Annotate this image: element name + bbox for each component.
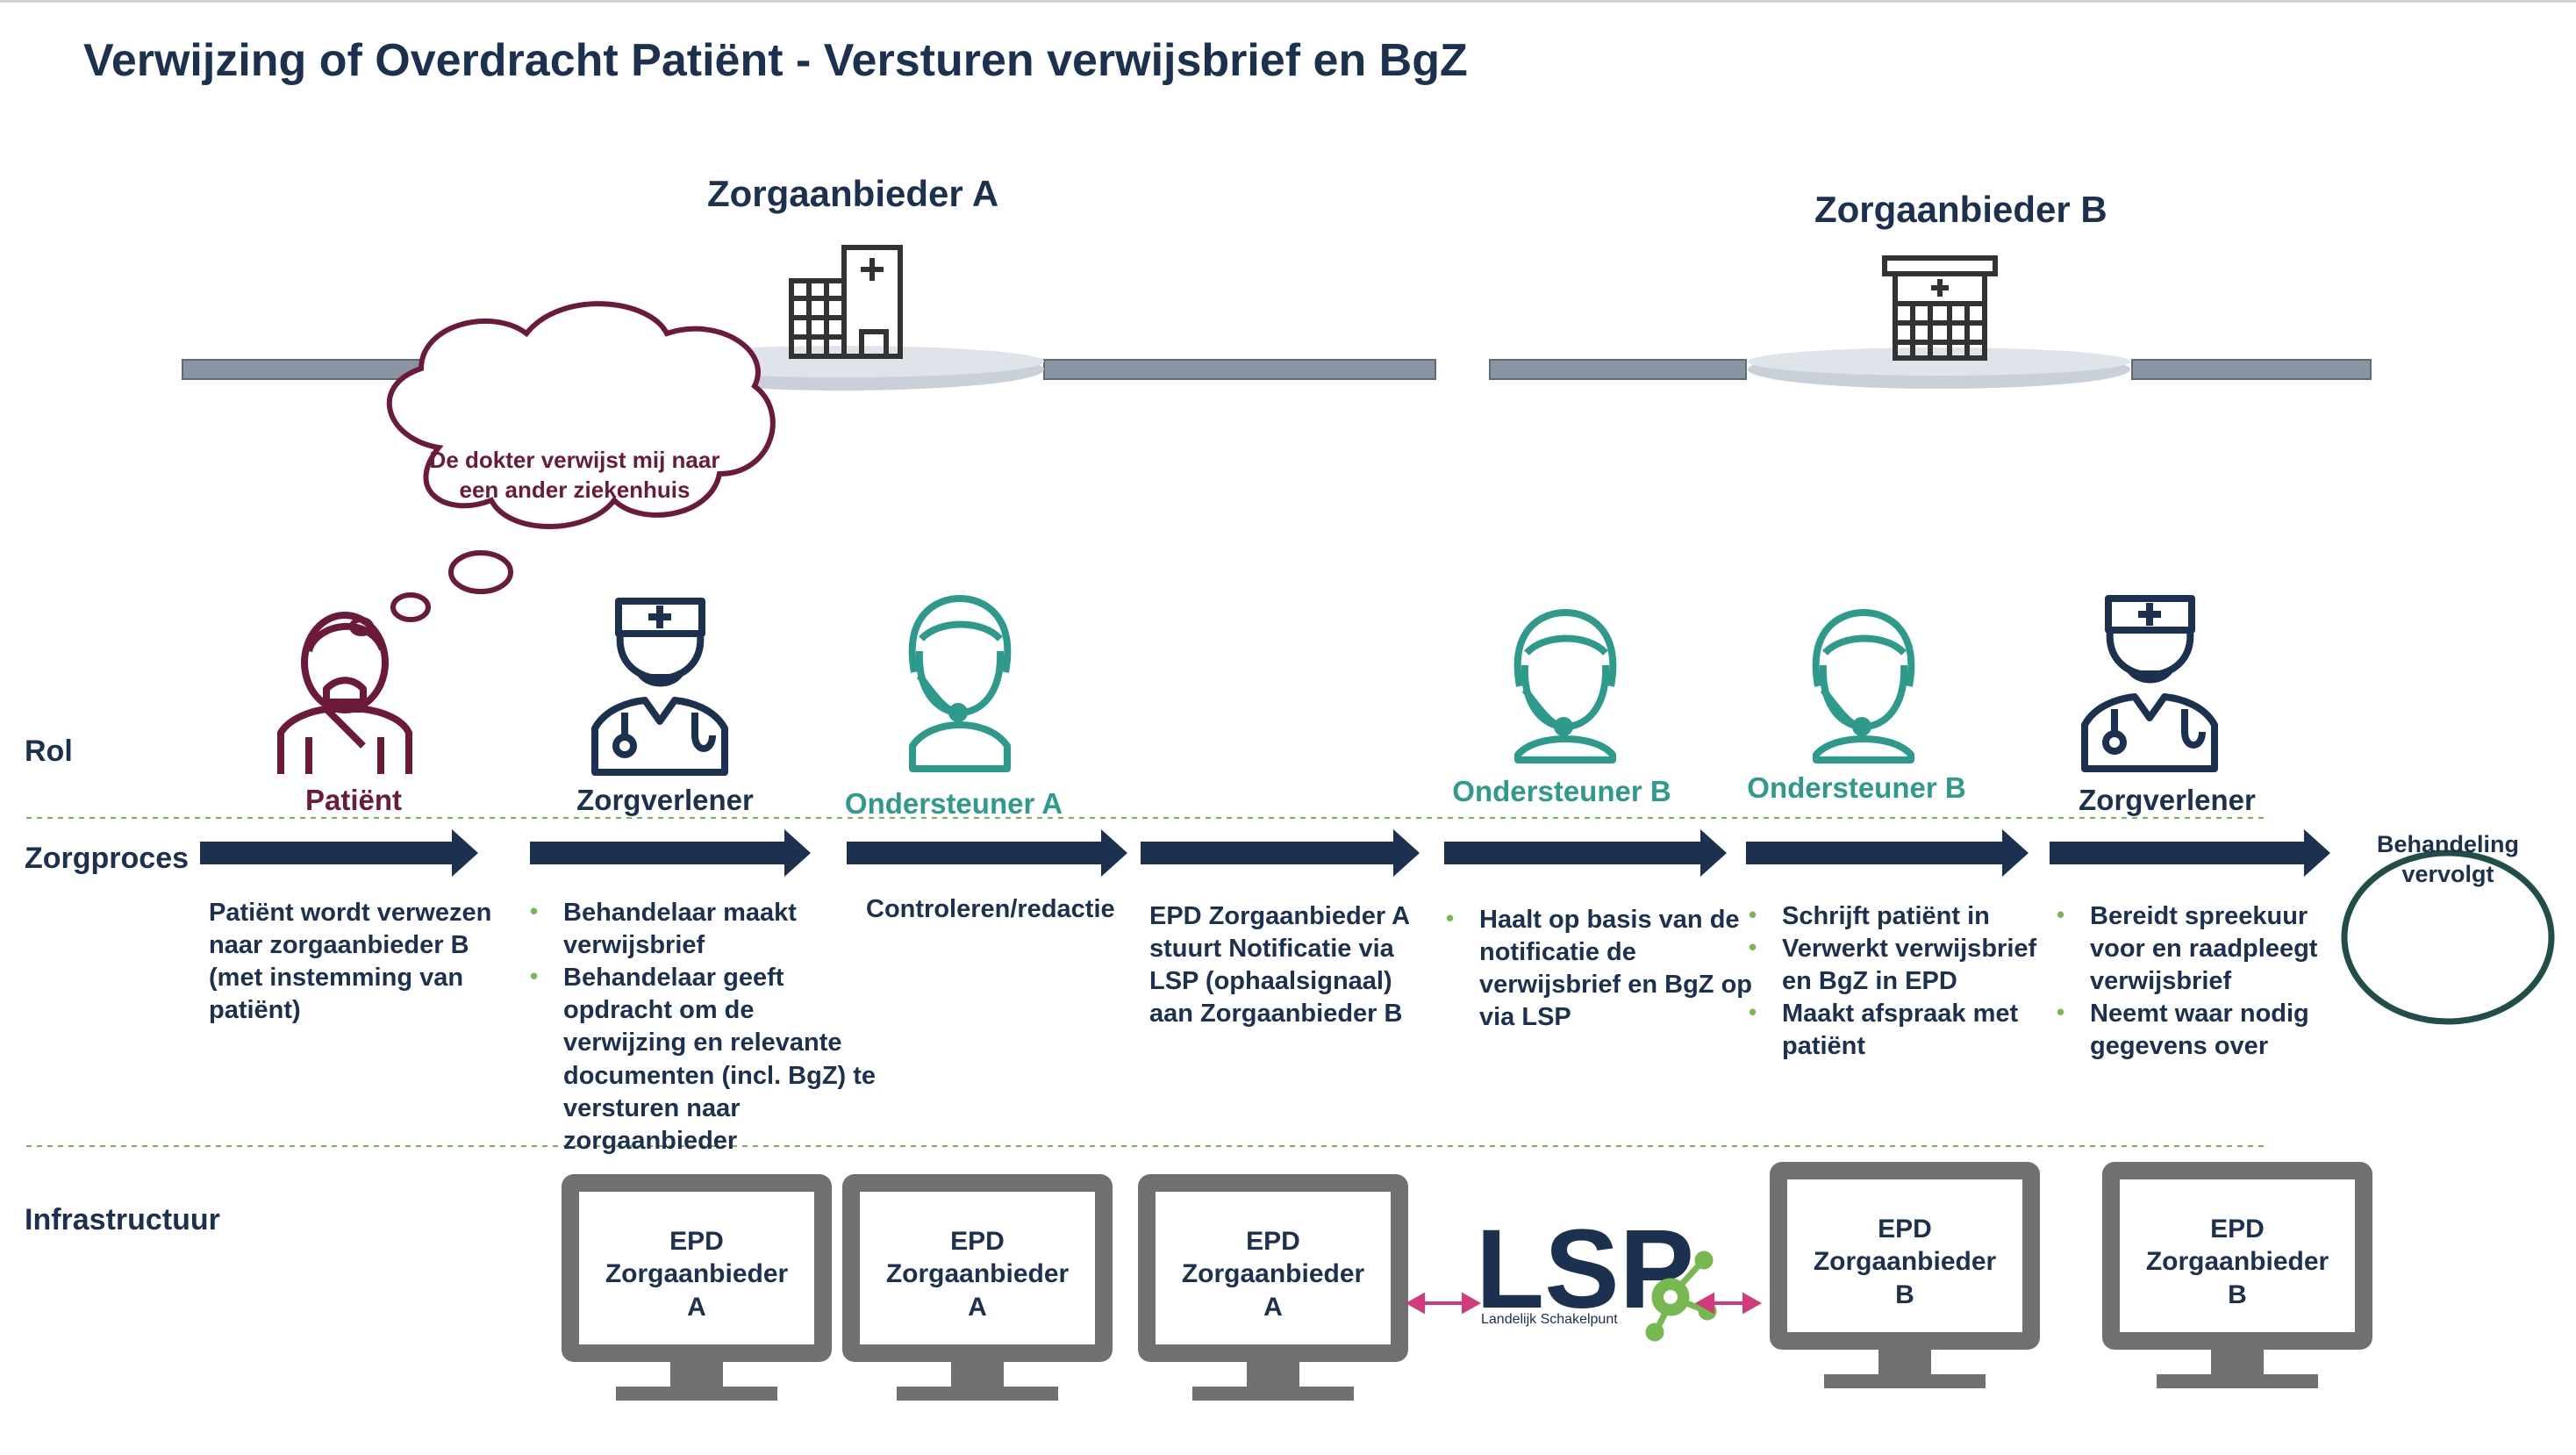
platform-b [1489,348,2372,389]
hospital-b-icon [1882,255,1998,361]
step-description: Behandelaar maakt verwijsbrief Behandela… [530,897,881,1158]
step-description: Controleren/redactie [866,895,1115,923]
monitor-icon [842,1174,1113,1401]
lsp-logo: LSP Landelijk Schakelpunt [1476,1207,1717,1342]
monitor-icon [2102,1162,2372,1388]
lsp-logo-subtitle: Landelijk Schakelpunt [1481,1312,1618,1327]
step-bullet: Neemt waar nodig gegevens over [2057,998,2337,1063]
step-bullet: Maakt afspraak met patiënt [1749,998,2060,1063]
top-rule [0,0,2576,3]
step-bullet: Behandelaar geeft opdracht om de verwijz… [530,962,881,1158]
double-arrow-icon [1405,1292,1482,1315]
org-a-title: Zorgaanbieder A [707,173,999,214]
role-label-ondersteuner-b: Ondersteuner B [1747,771,1966,804]
step-description: Schrijft patiënt in Verwerkt verwijsbrie… [1749,900,2060,1064]
double-arrow-icon [1694,1292,1763,1315]
process-arrow [200,829,478,877]
support-headset-icon [1812,609,1915,763]
hospital-a-icon [789,245,903,359]
thought-bubble-text: De dokter verwijst mij naar een ander zi… [429,447,720,503]
monitor-label: EPD Zorgaanbieder B [2145,1214,2329,1309]
monitor-label: EPD Zorgaanbieder A [605,1226,789,1322]
step-bullet: Bereidt spreekuur voor en raadpleegt ver… [2057,900,2337,998]
step-description: Patiënt wordt verwezen naar zorgaanbiede… [209,899,492,1025]
step-description: Bereidt spreekuur voor en raadpleegt ver… [2057,900,2337,1064]
monitor-icon [1138,1174,1408,1401]
monitor-label: EPD Zorgaanbieder B [1813,1214,1997,1309]
row-label-rol: Rol [25,735,73,768]
process-arrow [1746,829,2029,877]
end-circle [2341,849,2555,1025]
role-label-zorgverlener: Zorgverlener [576,784,754,816]
doctor-icon [591,598,728,776]
patient-icon [277,612,412,774]
monitor-label: EPD Zorgaanbieder A [885,1226,1070,1322]
process-arrows [200,829,2330,877]
process-arrow [1141,829,1420,877]
support-headset-icon [1513,609,1617,763]
doctor-icon [2081,595,2218,772]
monitors [562,1162,2372,1401]
lsp-logo-text: LSP [1476,1207,1694,1332]
step-bullet: Behandelaar maakt verwijsbrief [530,897,881,962]
process-arrow [530,829,811,877]
row-label-infrastructuur: Infrastructuur [25,1203,220,1236]
page-title: Verwijzing of Overdracht Patiënt - Verst… [83,35,1468,86]
process-arrow [847,829,1127,877]
step-description: Haalt op basis van de notificatie de ver… [1446,904,1757,1034]
role-label-patient: Patiënt [304,784,403,816]
step-bullet: Schrijft patiënt in [1749,900,2060,933]
process-arrow [2050,829,2330,877]
role-label-ondersteuner-b: Ondersteuner B [1452,775,1671,807]
role-label-zorgverlener: Zorgverlener [2079,784,2256,816]
process-arrow [1444,829,1727,877]
support-headset-icon [908,595,1012,772]
step-bullet: Haalt op basis van de notificatie de ver… [1446,904,1757,1034]
step-bullet: Verwerkt verwijsbrief en BgZ in EPD [1749,933,2060,998]
row-label-zorgproces: Zorgproces [25,842,190,875]
monitor-icon [562,1174,832,1401]
monitor-icon [1770,1162,2040,1388]
org-b-title: Zorgaanbieder B [1814,189,2107,230]
role-label-ondersteuner-a: Ondersteuner A [844,787,1063,820]
step-description: EPD Zorgaanbieder A stuurt Notificatie v… [1149,902,1409,1029]
monitor-label: EPD Zorgaanbieder A [1181,1226,1365,1322]
thought-bubble-icon [349,301,776,636]
end-state-label: Behandeling vervolgt [2376,831,2519,887]
